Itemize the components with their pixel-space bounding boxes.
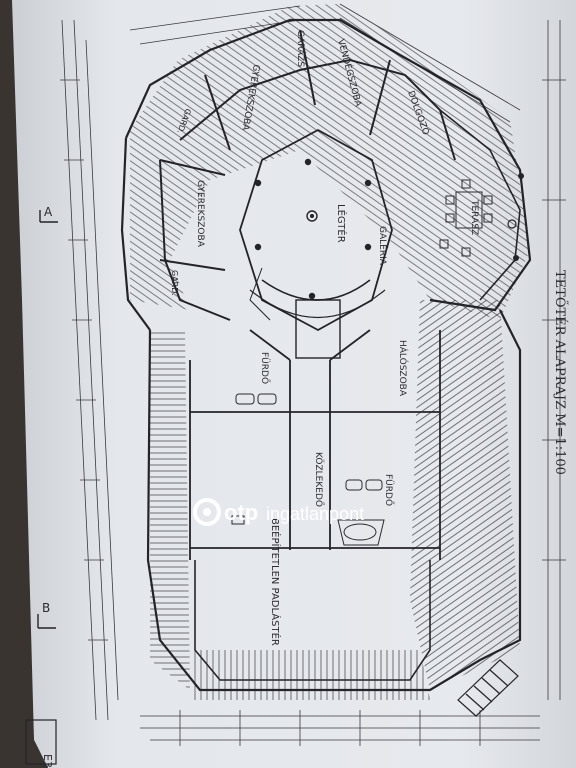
- section-marker-b: [37, 614, 56, 629]
- room-gyerekszoba-lower: GYEREKSZOBA: [195, 180, 205, 248]
- otp-ingatlanpont-watermark: otp ingatlanpont: [193, 498, 364, 526]
- room-kozlekedo: KÖZLEKEDŐ: [313, 452, 324, 507]
- room-garazs: GARÁZS: [295, 30, 307, 67]
- watermark-suffix: ingatlanpont: [266, 504, 364, 524]
- external-stair: [457, 659, 519, 717]
- room-halo: HÁLÓSZOBA: [397, 340, 409, 397]
- room-terasz: TERASZ: [469, 199, 479, 235]
- roof-hatch-upper: [130, 4, 530, 320]
- sheet-id-label: E3: [41, 754, 54, 768]
- dimension-ticks: [60, 79, 566, 746]
- room-legter: LÉGTÉR: [335, 204, 348, 243]
- walls: [120, 18, 532, 692]
- bathroom-fixtures: [231, 393, 385, 546]
- room-furdo-right: FÜRDŐ: [383, 474, 394, 506]
- section-marker-a: [39, 210, 58, 223]
- terrace-furniture: [439, 179, 493, 257]
- drawing-title: TETŐTÉR ALAPRAJZ M=1:100: [552, 270, 568, 475]
- section-b-label: B: [42, 601, 50, 615]
- watermark-brand: otp: [224, 500, 258, 525]
- section-a-label: A: [44, 205, 53, 219]
- sheet-id-box: [25, 719, 57, 765]
- room-galeria: GALÉRIA: [377, 226, 389, 266]
- room-padlas: BEÉPÍTETLEN PADLÁSTÉR: [269, 518, 282, 646]
- roof-hatch-lower: [150, 300, 520, 700]
- room-gard-lower: GARD.: [170, 270, 179, 296]
- room-furdo-left: FÜRDŐ: [259, 352, 270, 384]
- columns: [254, 158, 524, 300]
- otp-logo-icon: [193, 498, 221, 526]
